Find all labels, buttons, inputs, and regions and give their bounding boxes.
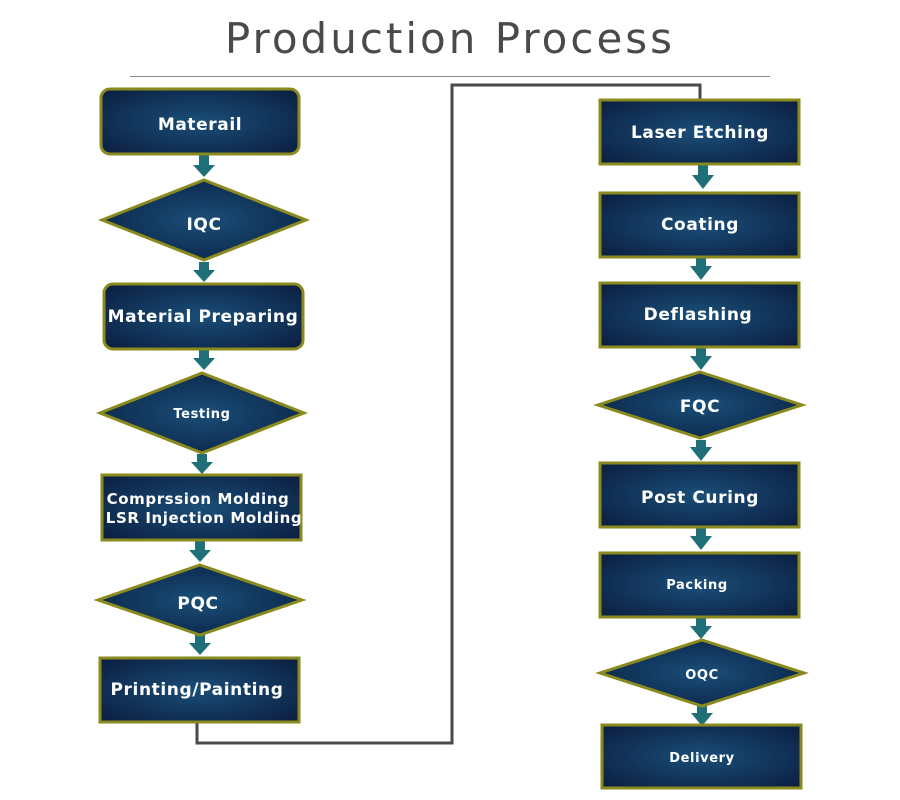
step-label: Packing <box>666 578 728 593</box>
step-label: Deflashing <box>644 305 753 325</box>
arrow-down <box>189 633 211 655</box>
decision-oqc: OQC <box>595 638 809 708</box>
step-label: Delivery <box>669 751 735 766</box>
arrow-down <box>193 350 215 370</box>
step-packing: Packing <box>598 551 801 619</box>
decision-iqc: IQC <box>97 178 311 262</box>
step-coating: Coating <box>598 191 801 259</box>
step-label: Testing <box>173 407 230 422</box>
step-deflashing: Deflashing <box>598 281 801 349</box>
arrow-down <box>690 258 712 280</box>
step-post-curing: Post Curing <box>598 461 801 529</box>
decision-pqc: PQC <box>93 563 307 637</box>
step-delivery: Delivery <box>600 723 803 790</box>
step-material: Materail <box>99 87 301 156</box>
arrow-down <box>692 165 714 189</box>
step-label: Coating <box>661 215 739 235</box>
step-label: Post Curing <box>641 488 759 508</box>
arrow-down <box>691 706 713 726</box>
decision-fqc: FQC <box>593 370 807 440</box>
right-column: Laser Etching Coating Deflashing FQC Pos… <box>593 98 809 790</box>
step-label: Laser Etching <box>631 123 769 143</box>
step-label: Comprssion Molding <box>107 490 290 508</box>
step-printing-painting: Printing/Painting <box>98 656 301 724</box>
arrow-down <box>189 540 211 562</box>
title-divider <box>130 76 770 77</box>
step-label: PQC <box>177 594 218 614</box>
arrow-down <box>690 348 712 370</box>
step-label: Printing/Painting <box>110 680 283 700</box>
step-label: OQC <box>685 668 718 683</box>
step-label-secondary: LSR Injection Molding <box>106 509 302 527</box>
arrow-down <box>193 262 215 282</box>
step-label: FQC <box>680 397 720 417</box>
left-column: Materail IQC Material Preparing Testing … <box>93 87 311 724</box>
step-laser-etching: Laser Etching <box>598 98 801 166</box>
step-label: Materail <box>158 115 242 135</box>
arrow-down <box>690 618 712 639</box>
connector-line <box>195 83 702 745</box>
arrow-down <box>690 528 712 550</box>
step-label: IQC <box>186 215 221 235</box>
step-molding: Comprssion Molding LSR Injection Molding <box>100 473 303 542</box>
step-label: Material Preparing <box>108 307 299 327</box>
arrow-down <box>690 440 712 461</box>
step-material-preparing: Material Preparing <box>102 282 305 351</box>
page-title: Production Process <box>224 14 676 63</box>
arrow-down <box>191 454 213 474</box>
decision-testing: Testing <box>95 371 309 455</box>
arrow-down <box>193 155 215 177</box>
